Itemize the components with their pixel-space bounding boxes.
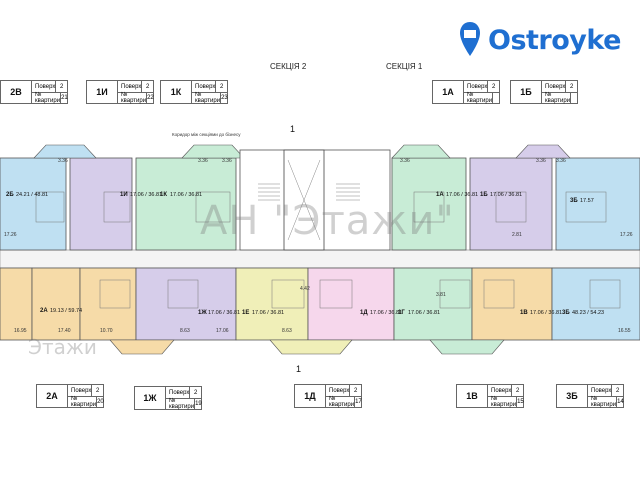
apt-code-1G: 1Г: [398, 310, 405, 316]
apt-area: 17.06 / 36.81: [208, 310, 241, 316]
apt-code-1K: 1К: [160, 192, 167, 198]
apt-code-3B-top: 3Б: [570, 198, 578, 204]
dim-label: 4.42: [300, 286, 310, 292]
apt-code-2A: 2А: [40, 308, 48, 314]
apt-area: 17.57: [580, 198, 594, 204]
watermark-text: АН "Этажи": [200, 198, 455, 244]
section-marker-bottom: 1: [296, 364, 302, 374]
apt-code-1E: 1Е: [242, 310, 250, 316]
apt-code-1B: 1Б: [480, 192, 488, 198]
dim-label: 3.81: [436, 292, 446, 298]
apt-code-1J: 1Ж: [198, 310, 207, 316]
location-pin-icon: [460, 22, 480, 56]
corner-watermark: Этажи: [28, 335, 97, 359]
dim-label: 17.40: [58, 328, 71, 334]
dim-label: 16.55: [618, 328, 631, 334]
apt-area: 17.06 / 36.81: [408, 310, 441, 316]
apt-code-1V: 1В: [520, 310, 528, 316]
apt-area: 17.06 / 36.81: [530, 310, 563, 316]
dim-label: 8.63: [282, 328, 292, 334]
apt-area: 17.06 / 36.81: [170, 192, 203, 198]
dim-label: 3.36: [400, 158, 410, 164]
apt-code-1A: 1А: [436, 192, 444, 198]
dim-label: 3.36: [198, 158, 208, 164]
dim-label: 10.70: [100, 328, 113, 334]
apt-area: 17.06 / 36.81: [446, 192, 479, 198]
dim-label: 3.36: [222, 158, 232, 164]
dim-label: 17.26: [4, 232, 17, 238]
apt-code-1I: 1И: [120, 192, 128, 198]
dim-label: 3.36: [536, 158, 546, 164]
apt-area: 17.06 / 36.81: [252, 310, 285, 316]
dim-label: 2.81: [512, 232, 522, 238]
dim-label: 17.06: [216, 328, 229, 334]
dim-label: 3.36: [556, 158, 566, 164]
section-left-label: СЕКЦІЯ 2: [270, 62, 307, 71]
apt-area: 17.06 / 36.81: [370, 310, 403, 316]
dim-label: 16.95: [14, 328, 27, 334]
section-right-label: СЕКЦІЯ 1: [386, 62, 423, 71]
corridor-note: Коридор між секціями до бізнесу: [172, 132, 241, 137]
apt-code-1D: 1Д: [360, 310, 368, 316]
section-marker-top: 1: [290, 124, 296, 134]
apt-code-3B: 3Б: [562, 310, 570, 316]
apt-area: 17.06 / 36.81: [130, 192, 163, 198]
dim-label: 8.63: [180, 328, 190, 334]
dim-label: 17.26: [620, 232, 633, 238]
apt-area: 24.21 / 48.81: [16, 192, 49, 198]
apt-area: 19.13 / 59.74: [50, 308, 83, 314]
brand-logo: Ostroyke: [458, 20, 621, 60]
apt-code-2B: 2Б: [6, 192, 14, 198]
dim-label: 3.36: [58, 158, 68, 164]
apt-area: 48.23 / 54.23: [572, 310, 605, 316]
floor-plan: [0, 144, 640, 355]
apt-area: 17.06 / 36.81: [490, 192, 523, 198]
brand-name: Ostroyke: [488, 24, 621, 56]
